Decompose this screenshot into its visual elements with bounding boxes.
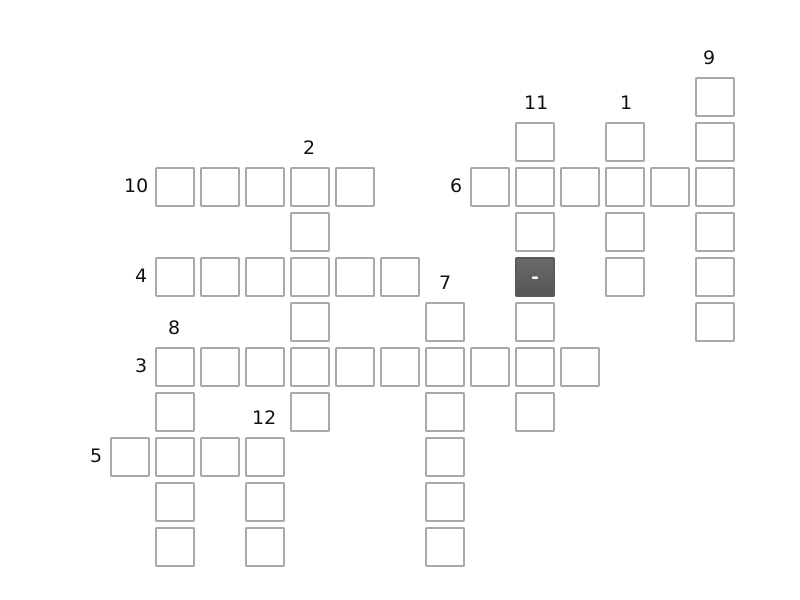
- crossword-cell[interactable]: [425, 527, 465, 567]
- crossword-cell[interactable]: [335, 257, 375, 297]
- crossword-cell[interactable]: [155, 167, 195, 207]
- crossword-cell[interactable]: [245, 347, 285, 387]
- crossword-cell[interactable]: [245, 482, 285, 522]
- crossword-cell[interactable]: [560, 167, 600, 207]
- crossword-cell[interactable]: [200, 437, 240, 477]
- crossword-cell[interactable]: [515, 167, 555, 207]
- crossword-cell[interactable]: [560, 347, 600, 387]
- crossword-cell[interactable]: [335, 347, 375, 387]
- crossword-cell[interactable]: [290, 347, 330, 387]
- crossword-cell[interactable]: [155, 392, 195, 432]
- clue-number: 3: [135, 355, 148, 377]
- crossword-cell[interactable]: [200, 257, 240, 297]
- crossword-cell[interactable]: [515, 347, 555, 387]
- crossword-cell[interactable]: [695, 257, 735, 297]
- crossword-cell[interactable]: [380, 257, 420, 297]
- crossword-cell[interactable]: [425, 302, 465, 342]
- crossword-cell[interactable]: [695, 167, 735, 207]
- crossword-cell[interactable]: [245, 527, 285, 567]
- clue-number: 8: [168, 317, 181, 339]
- crossword-cell[interactable]: [200, 347, 240, 387]
- crossword-cell[interactable]: [290, 212, 330, 252]
- clue-number: 11: [524, 92, 549, 114]
- crossword-cell[interactable]: [650, 167, 690, 207]
- crossword-cell[interactable]: [515, 392, 555, 432]
- crossword-cell[interactable]: [425, 392, 465, 432]
- crossword-cell[interactable]: [380, 347, 420, 387]
- clue-number: 6: [450, 175, 463, 197]
- crossword-cell[interactable]: [605, 212, 645, 252]
- crossword-cell[interactable]: [695, 212, 735, 252]
- crossword-cell[interactable]: [155, 437, 195, 477]
- crossword-cell[interactable]: [155, 482, 195, 522]
- clue-number: 1: [620, 92, 633, 114]
- crossword-cell[interactable]: [515, 212, 555, 252]
- clue-number: 4: [135, 265, 148, 287]
- crossword-cell[interactable]: [110, 437, 150, 477]
- clue-number: 12: [252, 407, 277, 429]
- crossword-cell[interactable]: [290, 167, 330, 207]
- crossword-cell[interactable]: [155, 347, 195, 387]
- crossword-cell[interactable]: [515, 302, 555, 342]
- crossword-cell[interactable]: [155, 527, 195, 567]
- crossword-cell-filled[interactable]: -: [515, 257, 555, 297]
- crossword-cell[interactable]: [290, 257, 330, 297]
- crossword-cell[interactable]: [605, 167, 645, 207]
- crossword-cell[interactable]: [155, 257, 195, 297]
- crossword-cell[interactable]: [200, 167, 240, 207]
- crossword-cell[interactable]: [245, 437, 285, 477]
- clue-number: 2: [303, 137, 316, 159]
- crossword-cell[interactable]: [425, 437, 465, 477]
- crossword-cell[interactable]: [695, 77, 735, 117]
- crossword-cell[interactable]: [605, 257, 645, 297]
- clue-number: 5: [90, 445, 103, 467]
- crossword-cell[interactable]: [425, 482, 465, 522]
- crossword-cell[interactable]: [695, 302, 735, 342]
- crossword-cell[interactable]: [470, 167, 510, 207]
- crossword-cell[interactable]: [695, 122, 735, 162]
- crossword-cell[interactable]: [335, 167, 375, 207]
- crossword-cell[interactable]: [245, 257, 285, 297]
- clue-number: 9: [703, 47, 716, 69]
- crossword-cell[interactable]: [290, 392, 330, 432]
- crossword-cell[interactable]: [470, 347, 510, 387]
- crossword-cell[interactable]: [290, 302, 330, 342]
- crossword-cell[interactable]: [425, 347, 465, 387]
- clue-number: 7: [439, 272, 452, 294]
- crossword-cell[interactable]: [605, 122, 645, 162]
- clue-number: 10: [124, 175, 149, 197]
- crossword-cell[interactable]: [245, 167, 285, 207]
- crossword-cell[interactable]: [515, 122, 555, 162]
